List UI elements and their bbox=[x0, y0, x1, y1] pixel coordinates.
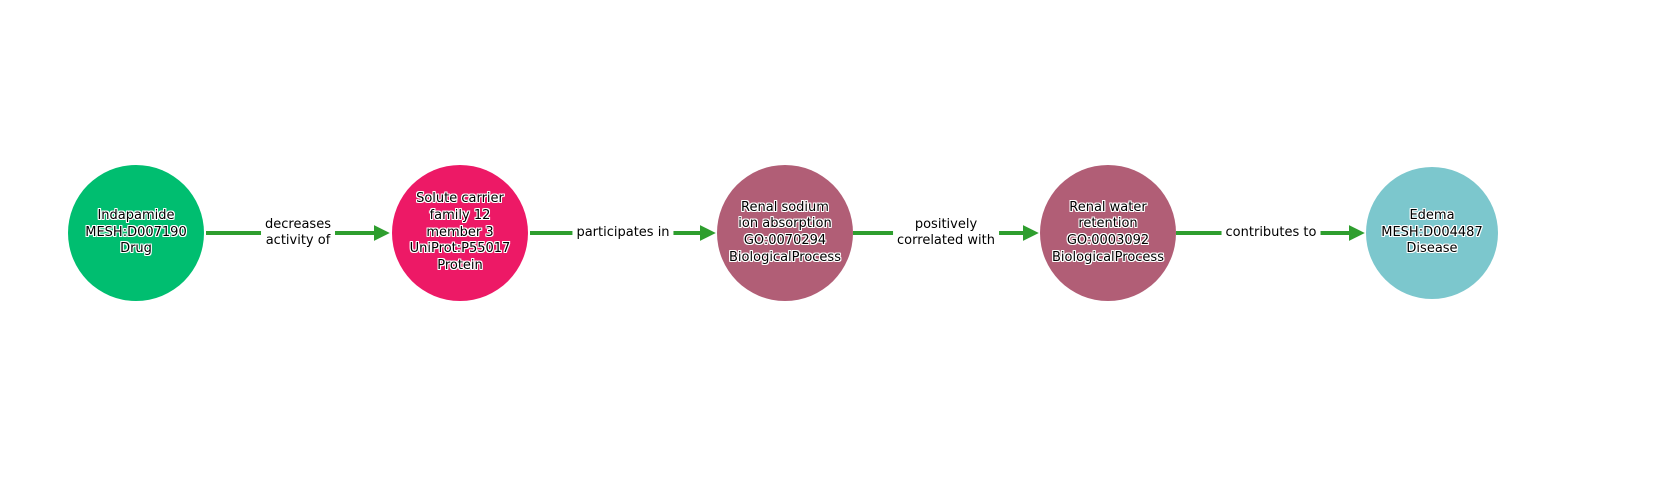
node-edema-disease: Edema MESH:D004487 Disease bbox=[1366, 167, 1498, 299]
node-label-renal-sodium-ion-absorption: Renal sodium ion absorption GO:0070294 B… bbox=[729, 199, 841, 265]
node-label-renal-water-retention: Renal water retention GO:0003092 Biologi… bbox=[1052, 199, 1164, 265]
node-renal-water-retention-process: Renal water retention GO:0003092 Biologi… bbox=[1040, 165, 1176, 301]
node-label-edema: Edema MESH:D004487 Disease bbox=[1381, 208, 1483, 257]
edge-label-participates-in: participates in bbox=[572, 223, 674, 243]
node-label-solute-carrier: Solute carrier family 12 member 3 UniPro… bbox=[409, 191, 511, 273]
edge-label-contributes-to: contributes to bbox=[1221, 223, 1321, 243]
edge-label-positively-correlated-with: positively correlated with bbox=[893, 215, 999, 251]
node-renal-sodium-ion-absorption-process: Renal sodium ion absorption GO:0070294 B… bbox=[717, 165, 853, 301]
node-label-indapamide: Indapamide MESH:D007190 Drug bbox=[85, 208, 187, 257]
node-solute-carrier-family-12-member-3-protein: Solute carrier family 12 member 3 UniPro… bbox=[392, 165, 528, 301]
edge-label-decreases-activity-of: decreases activity of bbox=[261, 215, 335, 251]
node-indapamide-drug: Indapamide MESH:D007190 Drug bbox=[68, 165, 204, 301]
